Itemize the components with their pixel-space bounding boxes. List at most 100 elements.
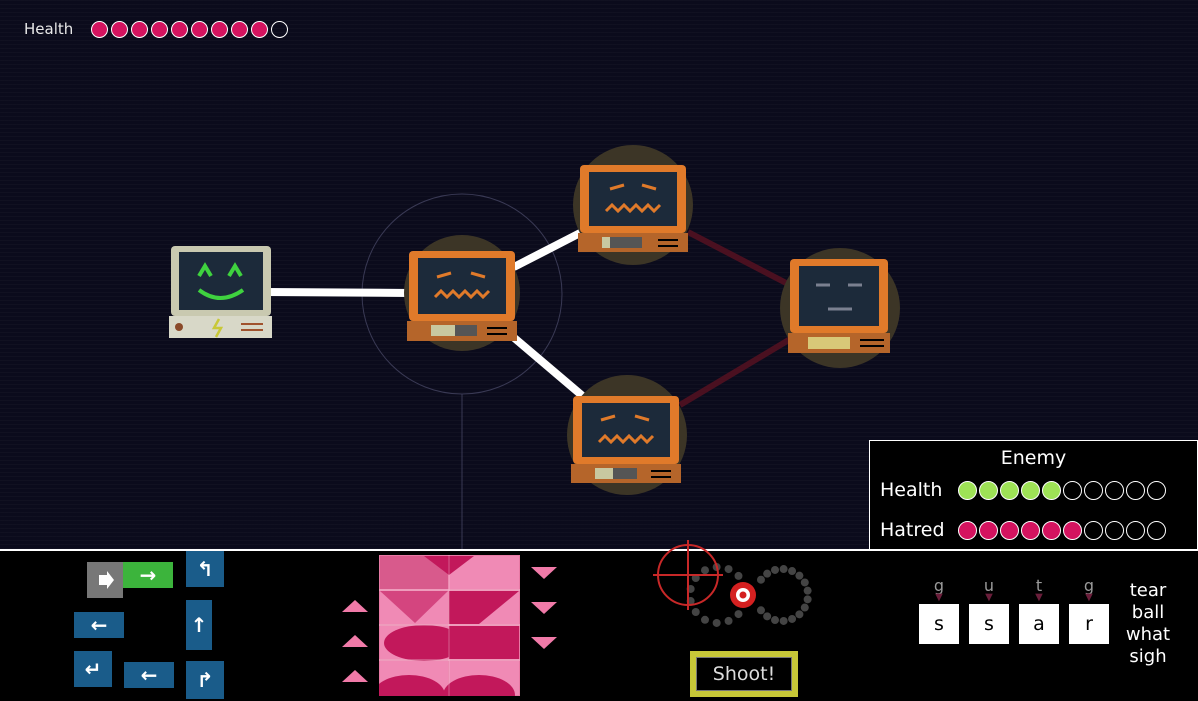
pip-filled (1000, 520, 1019, 540)
angry-eye (600, 414, 616, 422)
timing-dot (700, 615, 709, 624)
timing-dot (795, 610, 804, 619)
turn-right-arrow-icon: ↱ (196, 668, 214, 692)
pattern-puzzle-grid[interactable] (379, 555, 520, 696)
enemy-health-label: Health (880, 479, 943, 501)
angry-eye (634, 414, 650, 422)
arrow-tile-up-turn[interactable]: ↰ (186, 551, 224, 587)
shift-up-arrow-row1[interactable] (342, 600, 368, 612)
timing-dot (712, 618, 721, 627)
pip-filled (1021, 480, 1040, 500)
shift-up-arrow-row2[interactable] (342, 635, 368, 647)
enemy-status-panel: Enemy Health Hatred (869, 440, 1198, 550)
player-health-bar: Health (24, 20, 291, 38)
timing-dot (734, 571, 743, 580)
arrow-tile-start[interactable] (87, 562, 123, 598)
happy-eye (197, 262, 213, 278)
left-arrow-icon: ← (140, 663, 158, 687)
letter-column[interactable]: g▼r (1069, 576, 1109, 644)
angry-mouth (597, 433, 655, 445)
link-top-right (686, 229, 792, 288)
shift-down-arrow-row2[interactable] (531, 602, 557, 614)
letter-column[interactable]: u▼s (969, 576, 1009, 644)
shift-down-arrow-row3[interactable] (531, 637, 557, 649)
pip-empty (1105, 520, 1124, 540)
pip-empty (1084, 520, 1103, 540)
enemy-health-pips (958, 480, 1168, 500)
pip-filled (251, 20, 269, 38)
pip-filled (211, 20, 229, 38)
timing-dot (788, 614, 797, 623)
letter-column[interactable]: t▼a (1019, 576, 1059, 644)
angry-eye (609, 183, 625, 191)
up-arrow-icon: ↑ (190, 613, 208, 637)
enemy-computer-top[interactable] (578, 165, 688, 252)
letter-column[interactable]: g▼s (919, 576, 959, 644)
timing-dot (771, 565, 780, 574)
arrow-tile-left-bottom[interactable]: ← (124, 662, 174, 688)
arrow-tile-turn-right[interactable]: ↱ (186, 661, 224, 699)
arrow-tile-right-active[interactable]: → (123, 562, 173, 588)
pip-filled (1042, 520, 1061, 540)
timing-dots-right (756, 565, 812, 625)
computer-screen (179, 252, 263, 310)
letter-box[interactable]: r (1069, 604, 1109, 644)
enemy-computer-bottom[interactable] (571, 396, 681, 483)
angry-mouth (604, 202, 662, 214)
enemy-computer-center[interactable] (407, 251, 517, 341)
word-item: what (1125, 624, 1171, 645)
pip-filled (979, 520, 998, 540)
pip-filled (111, 20, 129, 38)
player-computer[interactable] (169, 246, 272, 338)
pip-filled (1021, 520, 1040, 540)
down-marker-icon: ▼ (1085, 592, 1093, 603)
pip-empty (1147, 520, 1166, 540)
pip-filled (1042, 480, 1061, 500)
timing-dot (800, 603, 809, 612)
letter-hint: g (933, 576, 945, 595)
timing-dot (771, 616, 780, 625)
link-bottom-right (678, 335, 794, 408)
right-arrow-icon: → (139, 563, 157, 587)
timing-dot (779, 565, 788, 574)
letter-hint: t (1035, 576, 1043, 595)
word-item: ball (1131, 602, 1165, 623)
word-item: tear (1129, 580, 1167, 601)
power-icon (175, 323, 183, 331)
enemy-hatred-label: Hatred (880, 519, 945, 541)
timing-dot (756, 575, 765, 584)
shift-down-arrow-row1[interactable] (531, 567, 557, 579)
timing-dot (800, 578, 809, 587)
pip-empty (1063, 480, 1082, 500)
pip-filled (231, 20, 249, 38)
arrow-tile-left[interactable]: ← (74, 612, 124, 638)
pip-empty (1126, 520, 1145, 540)
timing-dot (795, 571, 804, 580)
player-health-label: Health (24, 20, 74, 38)
happy-eye (227, 262, 243, 278)
letter-hint: g (1083, 576, 1095, 595)
letter-box[interactable]: s (919, 604, 959, 644)
link-center-top (510, 228, 584, 272)
enemy-health-row: Health (880, 479, 1168, 501)
pip-filled (1000, 480, 1019, 500)
enemy-computer-right[interactable] (788, 259, 890, 353)
letter-box[interactable]: s (969, 604, 1009, 644)
pip-filled (958, 520, 977, 540)
arrow-tile-return[interactable]: ↵ (74, 651, 112, 687)
timing-dot (700, 566, 709, 575)
angry-eye (641, 183, 657, 191)
arrow-tile-up[interactable]: ↑ (186, 600, 212, 650)
happy-mouth (197, 288, 245, 300)
letter-box[interactable]: a (1019, 604, 1059, 644)
pip-empty (1105, 480, 1124, 500)
shift-up-arrow-row3[interactable] (342, 670, 368, 682)
shoot-button[interactable]: Shoot! (690, 651, 798, 697)
aim-timing-widget[interactable] (650, 540, 820, 640)
timing-dot (763, 612, 772, 621)
return-arrow-icon: ↵ (84, 657, 102, 681)
timing-dot (763, 569, 772, 578)
pip-empty (1084, 480, 1103, 500)
letter-hint: u (983, 576, 995, 595)
up-turn-arrow-icon: ↰ (196, 557, 214, 581)
